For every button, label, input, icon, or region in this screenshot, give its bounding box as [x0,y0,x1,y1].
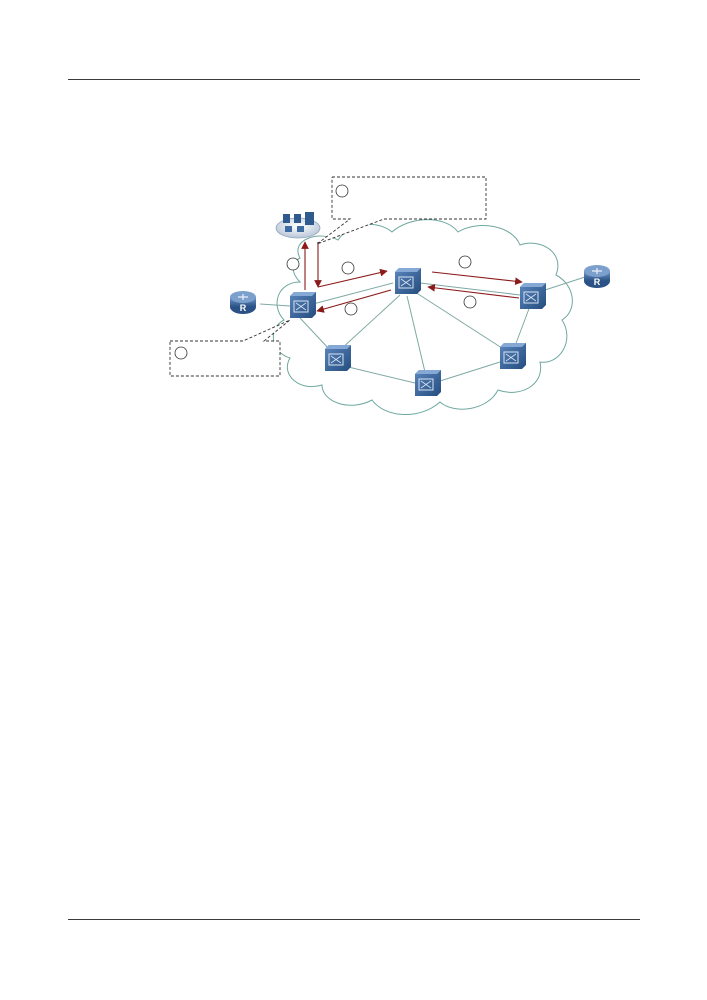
switch-icon [290,292,316,318]
switch-icon [415,370,441,396]
callout-top [316,176,487,245]
server-cluster-icon [275,212,321,239]
network-links [259,276,586,384]
switch-icon [325,345,351,371]
router-label: R [594,277,601,287]
step-circle [458,255,472,269]
footer-rule [68,919,640,920]
step-circle [341,261,355,275]
callout-left [169,319,291,377]
step-circle [344,302,358,316]
router-label: R [240,303,247,313]
header-rule [68,79,640,80]
switch-icon [500,343,526,369]
router-icon: R [230,291,256,314]
switch-icon [520,283,546,309]
step-circle [286,257,300,271]
router-icon: R [584,265,610,288]
flow-arrows [301,241,523,313]
step-circle [463,295,477,309]
switch-icon [395,268,421,294]
